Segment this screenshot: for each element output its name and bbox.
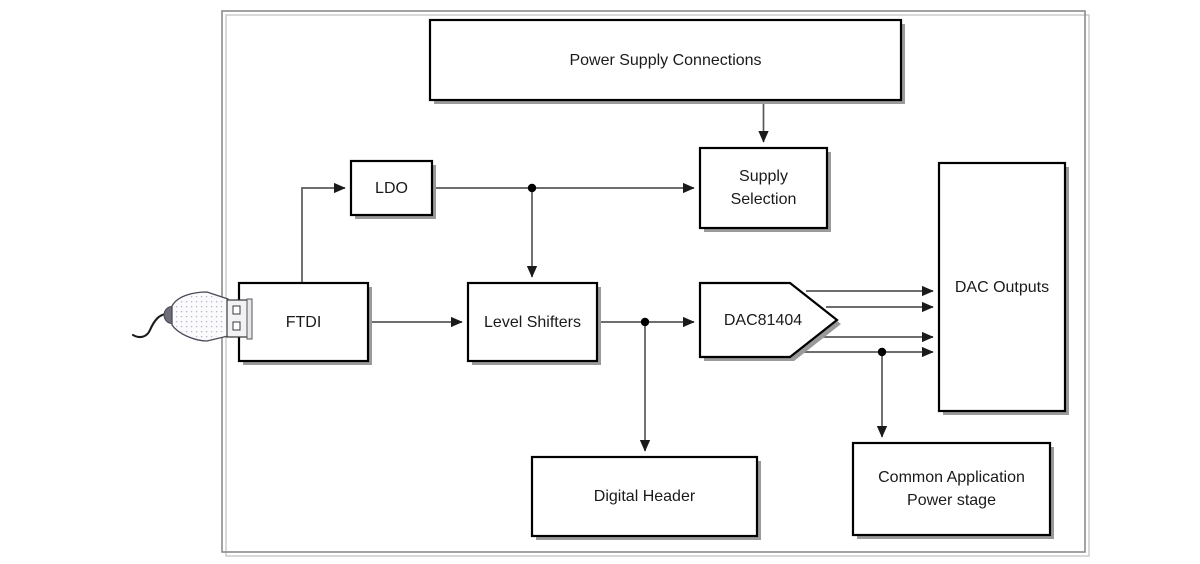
wire-layer: [301, 100, 934, 452]
block-common-application-power-stage[interactable]: Common Application Power stage: [851, 441, 1054, 539]
diagram-outer-frame: [221, 10, 1090, 557]
usb-cable-icon: [131, 312, 169, 339]
usb-contact-slot-top-icon: [232, 305, 241, 315]
block-label-power-supply-connections: Power Supply Connections: [569, 52, 761, 69]
block-supply-selection[interactable]: Supply Selection: [698, 146, 831, 232]
junction-ldo-output: [527, 183, 537, 193]
block-ldo[interactable]: LDO: [349, 159, 436, 219]
usb-connector-icon: [131, 291, 253, 342]
block-ftdi[interactable]: FTDI: [237, 281, 372, 365]
block-power-supply-connections[interactable]: Power Supply Connections: [428, 18, 905, 104]
block-label-ldo: LDO: [375, 180, 408, 197]
block-label-dac81404: DAC81404: [724, 312, 802, 329]
junction-level-shifter-output: [640, 317, 650, 327]
block-digital-header[interactable]: Digital Header: [530, 455, 761, 540]
block-label-supply-selection-line1: Supply: [739, 168, 788, 185]
block-level-shifters[interactable]: Level Shifters: [466, 281, 601, 365]
usb-plug-texture: [174, 294, 226, 339]
block-label-supply-selection-line2: Selection: [731, 191, 797, 208]
wire-ftdi-to-ldo: [301, 182, 346, 283]
usb-port-edge-icon: [246, 298, 253, 340]
block-dac-outputs[interactable]: DAC Outputs: [937, 161, 1069, 415]
block-label-digital-header: Digital Header: [594, 488, 696, 505]
usb-contact-slot-bottom-icon: [232, 321, 241, 331]
block-label-dac-outputs: DAC Outputs: [955, 279, 1049, 296]
block-dac81404[interactable]: DAC81404: [698, 281, 841, 361]
block-label-power-stage-line2: Power stage: [907, 492, 996, 509]
junction-dac-output4: [877, 347, 887, 357]
block-label-level-shifters: Level Shifters: [484, 314, 581, 331]
block-label-power-stage-line1: Common Application: [878, 469, 1025, 486]
block-label-ftdi: FTDI: [286, 314, 322, 331]
